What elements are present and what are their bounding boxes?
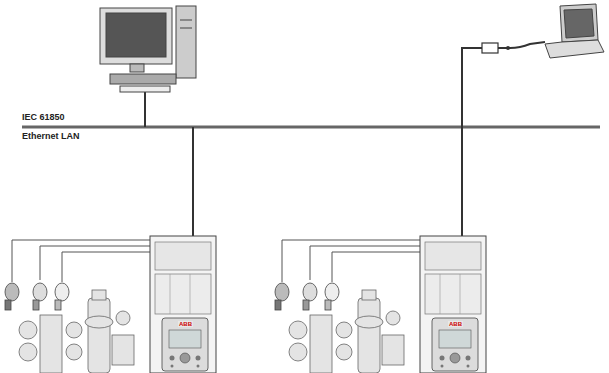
logo-text: ABB (178, 321, 193, 327)
logo-text: ABB (448, 321, 463, 327)
bus-protocol-label: IEC 61850 (22, 113, 65, 122)
bus-name-label: Ethernet LAN (22, 132, 80, 141)
